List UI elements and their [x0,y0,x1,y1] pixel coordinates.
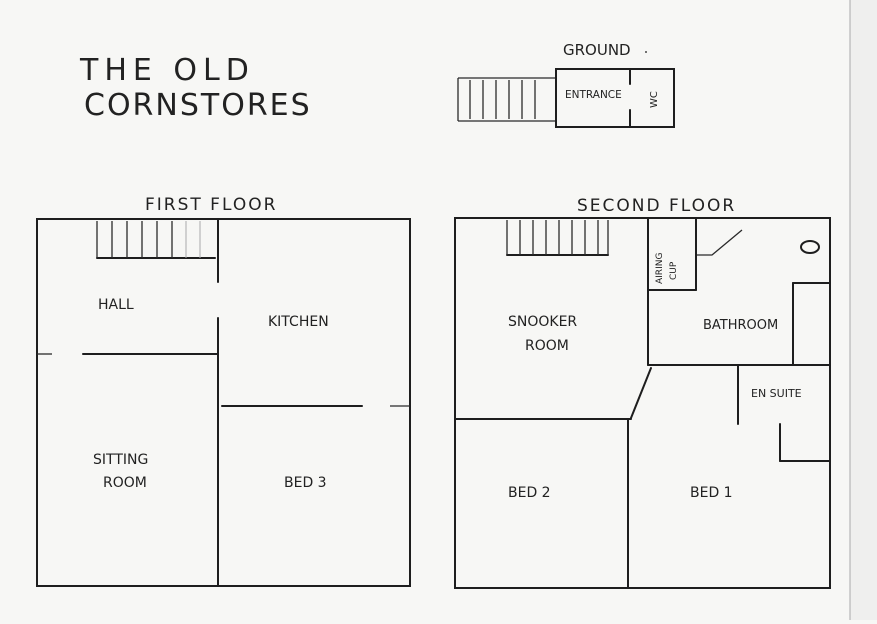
room-bed2-label: BED 2 [508,485,551,501]
room-airing-label-2: CUP [669,261,679,280]
title-line-1: THE OLD [79,53,255,88]
ground-heading: GROUND [563,41,631,59]
room-airing-label-1: AIRING [655,253,665,284]
title-line-2: CORNSTORES [84,88,312,123]
second-floor-heading: SECOND FLOOR [577,196,736,216]
second-floor-outline [454,217,831,589]
paper-edge [850,0,877,620]
first-floor-heading: FIRST FLOOR [145,195,277,215]
room-hall-label: HALL [98,297,134,313]
ground-floor-plan: GROUND ENTRANCE WC [457,41,675,128]
second-floor-plan: SECOND FLOOR AIRING CUP [454,196,831,589]
room-en-suite-label: EN SUITE [751,387,802,400]
room-bed3-label: BED 3 [284,475,327,491]
basin-icon [800,240,820,254]
ground-stairs [457,77,556,122]
room-bathroom-label: BATHROOM [703,318,778,333]
room-snooker-label-1: SNOOKER [508,314,577,330]
airing-cupboard-door [697,229,743,256]
room-bed1-label: BED 1 [690,485,733,501]
first-floor-outline [36,218,411,587]
first-floor-stairs [96,221,216,259]
second-floor-stairs [506,220,609,256]
first-floor-plan: FIRST FLOOR HALL KITCHEN SITTING ROOM BE… [36,195,411,587]
room-sitting-label-2: ROOM [103,475,147,491]
ground-outline [555,68,675,128]
room-entrance-label: ENTRANCE [565,89,622,101]
room-kitchen-label: KITCHEN [268,314,329,330]
room-sitting-label-1: SITTING [93,452,148,468]
room-snooker-label-2: ROOM [525,338,569,354]
room-wc-label: WC [649,91,660,108]
bed1-diagonal-wall [630,367,652,419]
